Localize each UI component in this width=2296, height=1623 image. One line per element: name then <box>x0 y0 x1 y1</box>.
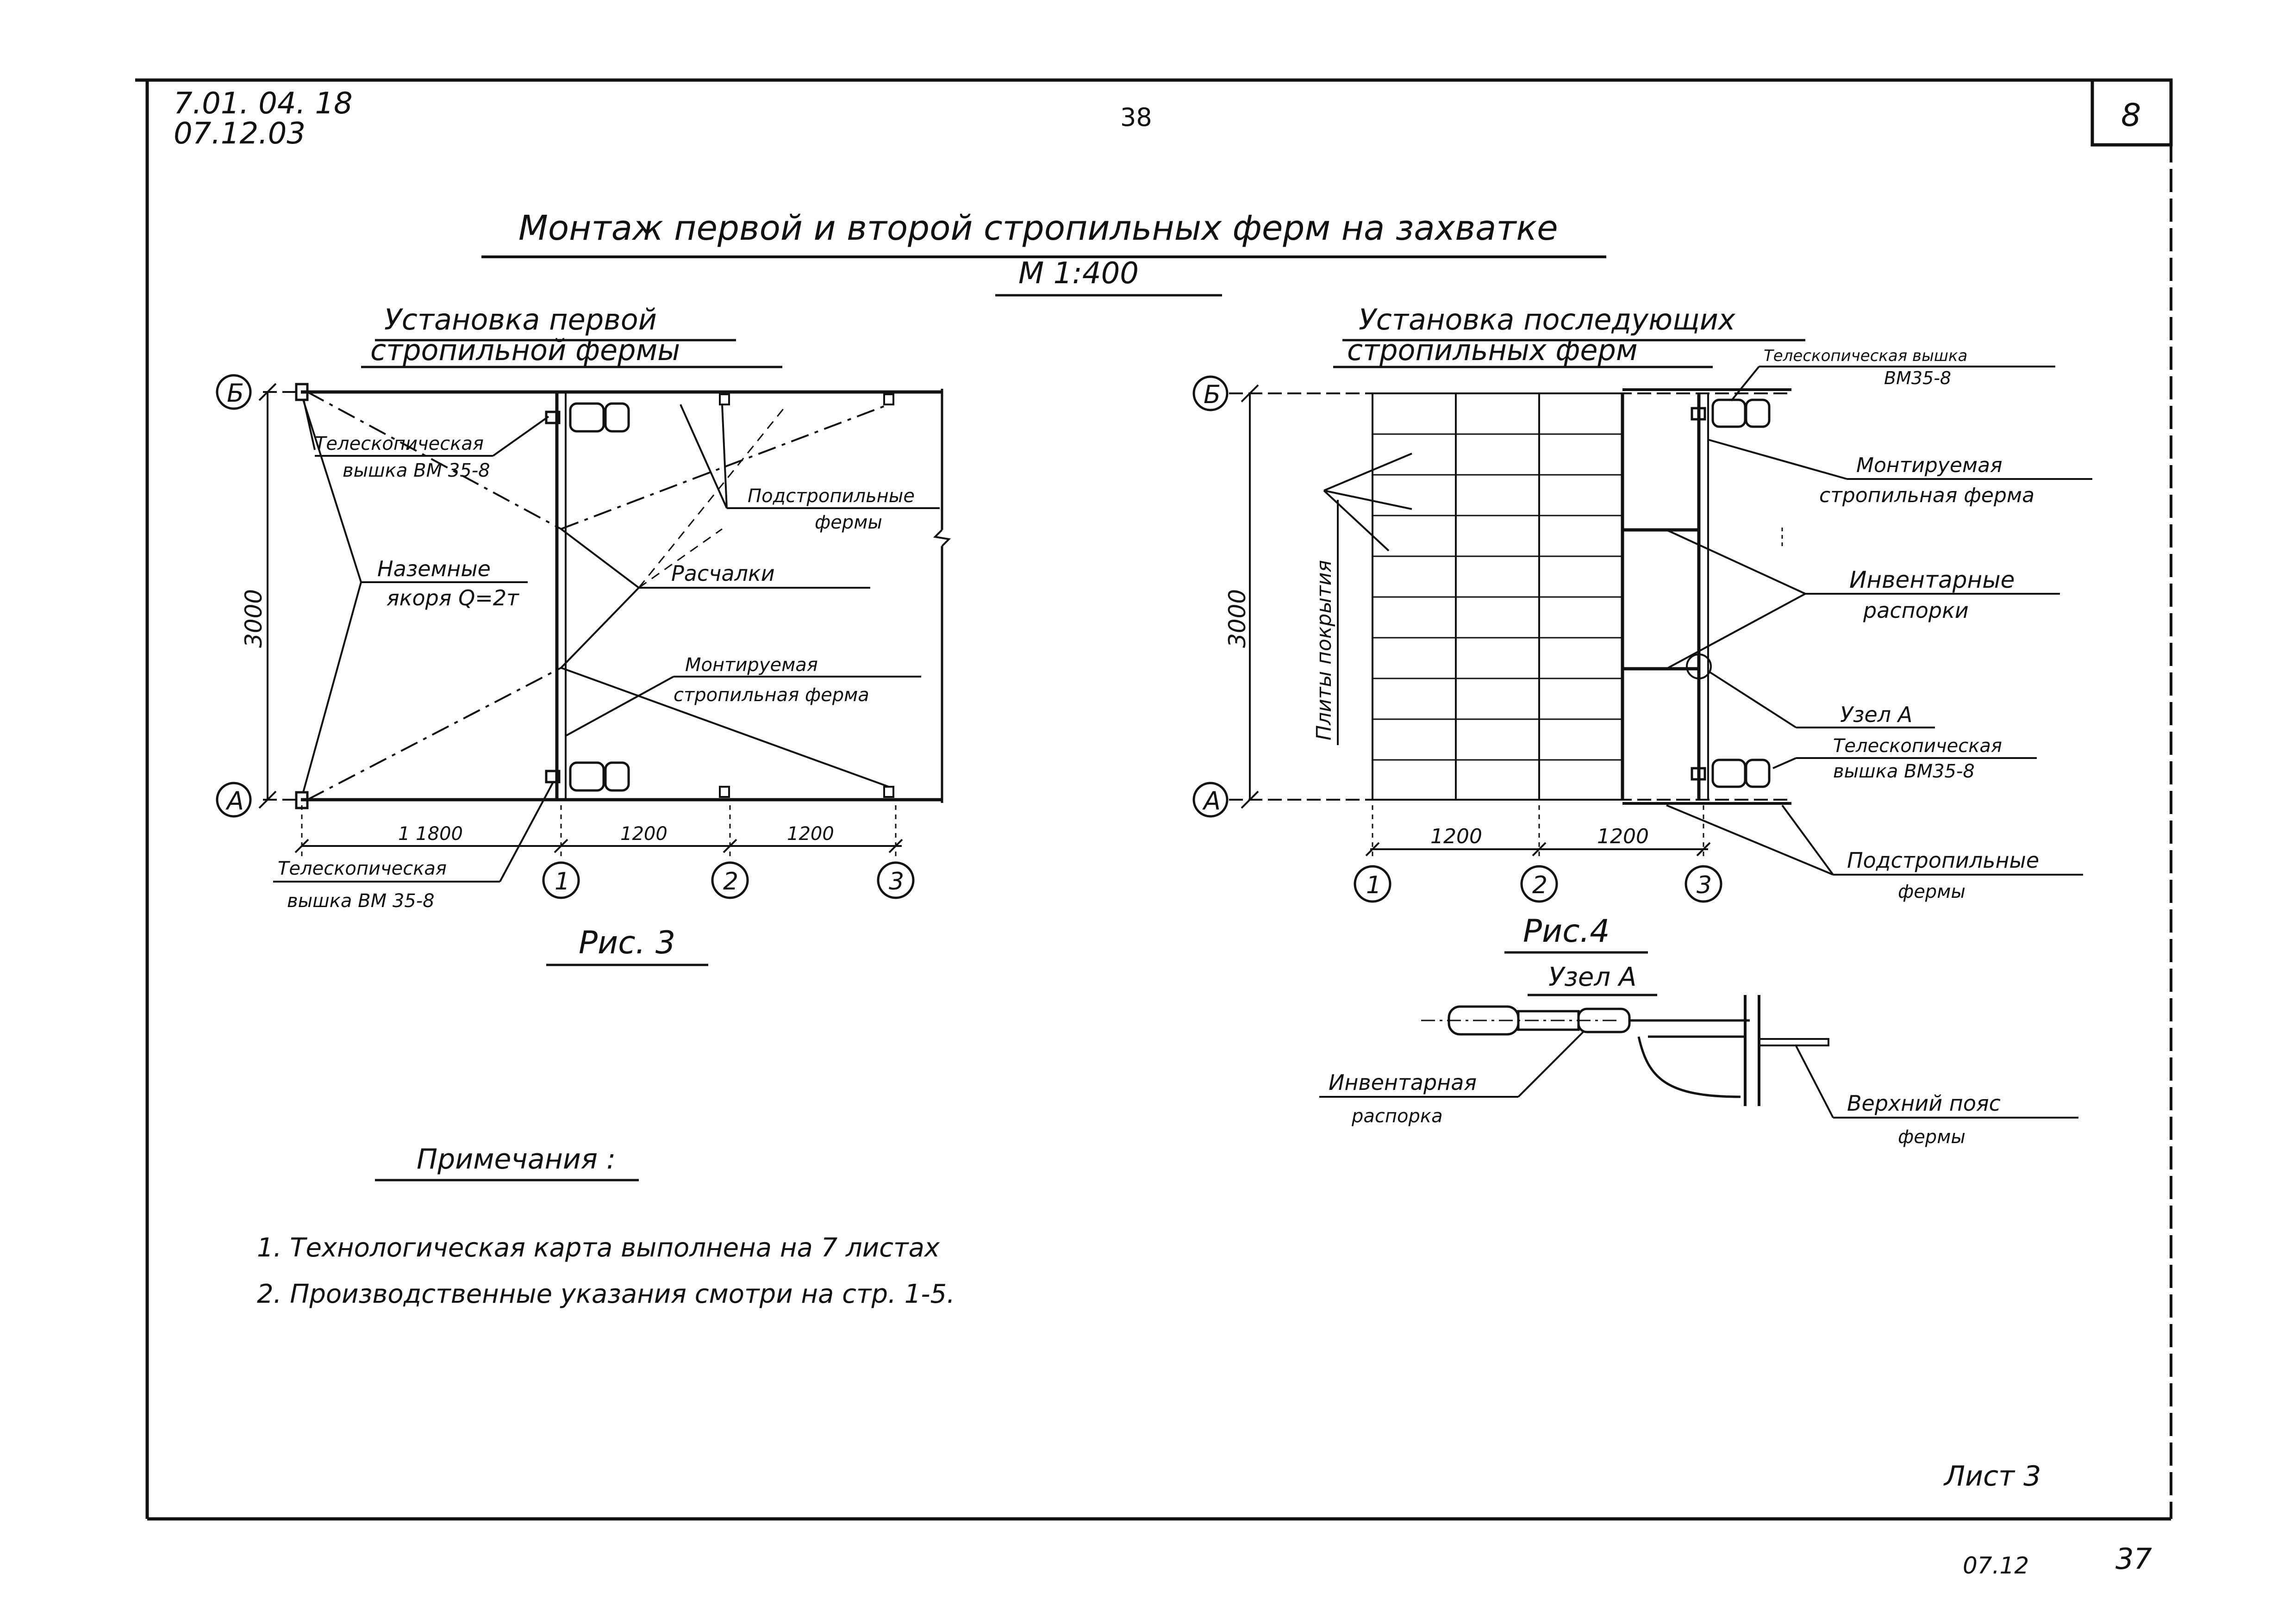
fig3-axis-2-label: 2 <box>723 868 738 895</box>
fig3-axis-1-label: 1 <box>555 868 570 895</box>
node-a-detail: Узел А Инвентарная распорка Верхний пояс… <box>1319 962 2078 1148</box>
fig3-dim-2: 1200 <box>620 823 668 845</box>
fig4-tower-top-icon <box>1691 398 1771 428</box>
notes: Примечания : 1. Технологическая карта вы… <box>257 1143 955 1309</box>
node-a-label-chord-1: Верхний пояс <box>1847 1091 2001 1116</box>
fig4-dim-vertical: 3000 <box>1224 589 1251 648</box>
footer-code: 07.12 <box>1963 1552 2029 1579</box>
fig3-label-tower-bottom-1: Телескопическая <box>278 858 447 879</box>
fig3-axis-3-bubble <box>877 861 915 899</box>
notes-item-2: 2. Производственные указания смотри на с… <box>257 1279 955 1309</box>
fig3-axis-2-bubble <box>711 861 749 899</box>
fig4-tower-bottom-icon <box>1691 759 1771 788</box>
scale-label: М 1:400 <box>1018 256 1139 291</box>
fig4-label-mounted-1: Монтируемая <box>1856 454 2003 477</box>
fig3-label-substrut-1: Подстропильные <box>748 485 915 507</box>
fig3-label-tower-top-1: Телескопическая <box>315 433 484 454</box>
page-number: 38 <box>1120 103 1152 132</box>
node-a-label-strut-2: распорка <box>1351 1106 1443 1127</box>
fig3-dim-1: 1 1800 <box>398 823 463 845</box>
fig4-heading-line1: Установка последующих <box>1359 303 1736 336</box>
doc-code-line1: 7.01. 04. 18 <box>174 87 353 121</box>
figure-4: Установка последующих стропильных ферм Б… <box>1192 303 2092 954</box>
node-a-title: Узел А <box>1548 962 1636 992</box>
fig3-dim-3: 1200 <box>787 823 834 845</box>
fig4-axis-3-bubble <box>1685 865 1722 903</box>
fig4-axis-b-bubble <box>1192 375 1229 411</box>
fig3-axis-a-label: А <box>225 786 244 815</box>
fig3-heading-line2: стропильной фермы <box>370 333 680 367</box>
fig3-label-anchor-1: Наземные <box>377 556 491 581</box>
fig4-axis-1-label: 1 <box>1366 871 1381 899</box>
sheet-box <box>2090 78 2173 147</box>
fig4-axis-a-label: А <box>1202 786 1221 815</box>
notes-item-1: 1. Технологическая карта выполнена на 7 … <box>257 1233 940 1263</box>
fig4-axis-a-bubble <box>1192 782 1229 818</box>
fig4-axis-3-label: 3 <box>1697 871 1712 899</box>
fig4-heading-line2: стропильных ферм <box>1347 333 1638 367</box>
fig4-label-struts-1: Инвентарные <box>1849 566 2015 593</box>
fig3-label-mounted-2: стропильная ферма <box>674 684 869 706</box>
fig3-label-substrut-2: фермы <box>815 512 882 533</box>
fig4-axis-2-label: 2 <box>1532 871 1547 899</box>
fig4-caption: Рис.4 <box>1523 913 1610 950</box>
fig3-heading-line1: Установка первой <box>384 303 657 336</box>
node-a-label-strut-1: Инвентарная <box>1329 1070 1477 1095</box>
figure-3: Установка первой стропильной фермы Б А 3… <box>216 303 951 966</box>
fig4-label-node: Узел А <box>1840 702 1912 727</box>
fig4-label-tower-top-1: Телескопическая вышка <box>1764 347 1967 365</box>
fig4-label-tower-bottom-2: вышка ВМ35-8 <box>1833 761 1975 782</box>
fig3-axis-b-bubble <box>216 374 252 410</box>
fig3-guy-lines <box>307 391 889 801</box>
fig4-dim-1: 1200 <box>1430 825 1482 848</box>
fig3-label-guys: Расчалки <box>671 561 775 586</box>
fig4-axis-b-label: Б <box>1204 380 1221 409</box>
fig3-label-mounted-1: Монтируемая <box>685 654 818 676</box>
fig4-label-struts-2: распорки <box>1863 598 1969 623</box>
fig4-axis-2-bubble <box>1520 865 1558 903</box>
node-a-label-chord-2: фермы <box>1898 1126 1965 1148</box>
fig4-label-substrut-2: фермы <box>1898 881 1965 902</box>
fig3-tower-top-icon <box>545 402 630 433</box>
notes-heading: Примечания : <box>417 1143 616 1175</box>
fig3-label-tower-bottom-2: вышка ВМ 35-8 <box>287 890 435 912</box>
fig4-dim-2: 1200 <box>1597 825 1649 848</box>
fig4-label-plates: Плиты покрытия <box>1312 560 1336 740</box>
fig4-node-marker <box>1686 653 1712 679</box>
fig3-tower-bottom-icon <box>545 761 630 792</box>
fig4-label-tower-top-2: ВМ35-8 <box>1884 368 1951 388</box>
node-a-strut-drawing <box>1421 995 1829 1106</box>
footer-sheet-label: Лист 3 <box>1943 1460 2041 1492</box>
fig4-axis-1-bubble <box>1354 865 1391 903</box>
footer-page: 37 <box>2115 1542 2152 1576</box>
fig4-label-tower-bottom-1: Телескопическая <box>1833 735 2002 757</box>
main-title: Монтаж первой и второй стропильных ферм … <box>518 208 1558 248</box>
fig3-label-tower-top-2: вышка ВМ 35-8 <box>343 460 490 481</box>
fig4-label-substrut-1: Подстропильные <box>1847 848 2039 873</box>
fig3-axis-a-bubble <box>216 782 252 818</box>
fig3-axis-b-label: Б <box>227 379 244 408</box>
doc-code-line2: 07.12.03 <box>174 117 306 151</box>
fig3-axis-1-bubble <box>542 861 580 899</box>
fig3-axis-3-label: 3 <box>889 868 904 895</box>
fig3-caption: Рис. 3 <box>579 925 675 961</box>
fig4-label-mounted-2: стропильная ферма <box>1819 484 2034 507</box>
fig3-label-anchor-2: якоря Q=2т <box>387 585 519 610</box>
sheet-box-number: 8 <box>2121 97 2141 134</box>
fig3-dim-vertical: 3000 <box>240 589 267 648</box>
sheet-frame <box>135 78 2173 1521</box>
